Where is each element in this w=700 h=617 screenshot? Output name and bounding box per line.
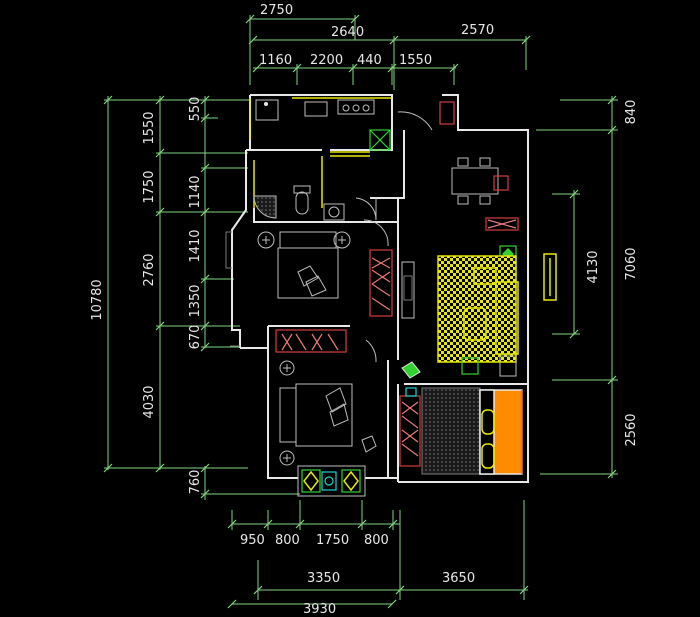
walls bbox=[225, 94, 529, 497]
living-rug bbox=[437, 255, 517, 363]
dining-table-icon bbox=[451, 167, 499, 195]
dim-top-1160: 1160 bbox=[259, 53, 292, 68]
dim-bottom-800b: 800 bbox=[364, 533, 389, 548]
bathroom bbox=[253, 156, 377, 221]
dim-left-1750: 1750 bbox=[142, 170, 157, 203]
chair-1-icon bbox=[481, 409, 495, 435]
dim-bottom-1750: 1750 bbox=[316, 533, 349, 548]
dim-left-1350: 1350 bbox=[188, 284, 203, 317]
dim-top-1550: 1550 bbox=[399, 53, 432, 68]
cabinet-corner-icon bbox=[499, 355, 517, 377]
entry-cabinet-icon bbox=[439, 101, 455, 125]
sofa-icon bbox=[495, 281, 519, 355]
balcony-plant-mid bbox=[321, 471, 337, 491]
wardrobe-2-icon bbox=[275, 329, 347, 353]
stove-icon bbox=[337, 99, 375, 115]
dim-right-4130: 4130 bbox=[586, 250, 601, 283]
tv-unit-icon bbox=[543, 253, 557, 301]
dim-left-2760: 2760 bbox=[142, 253, 157, 286]
chair-2-icon bbox=[481, 443, 495, 469]
bedroom-3 bbox=[399, 361, 523, 475]
bedroom-1 bbox=[257, 219, 415, 319]
bed-2-icon bbox=[295, 383, 353, 447]
plant-2-icon bbox=[461, 357, 479, 375]
dim-left-1410: 1410 bbox=[188, 229, 203, 262]
wardrobe-1-icon bbox=[369, 249, 393, 317]
study-carpet bbox=[421, 387, 481, 475]
dim-left-550: 550 bbox=[188, 97, 203, 122]
dim-right-7060: 7060 bbox=[624, 247, 639, 280]
shower-icon bbox=[253, 195, 277, 219]
nightstand-left-icon bbox=[257, 231, 275, 249]
dim-top-2750: 2750 bbox=[260, 3, 293, 18]
dim-left-10780: 10780 bbox=[90, 279, 105, 320]
study-door-icon bbox=[401, 361, 421, 379]
bed-1-icon bbox=[277, 247, 339, 299]
fridge-2-icon bbox=[405, 387, 417, 397]
toilet-icon bbox=[295, 191, 309, 215]
bottom-dimension-group: 950 800 1750 800 3350 3650 3930 bbox=[227, 500, 529, 617]
tv-cabinet-icon bbox=[401, 261, 415, 319]
dim-right-2560: 2560 bbox=[624, 413, 639, 446]
dim-top-2200: 2200 bbox=[310, 53, 343, 68]
washer-icon bbox=[255, 99, 279, 121]
dim-left-760: 760 bbox=[188, 470, 203, 495]
sideboard-icon bbox=[485, 217, 519, 231]
balcony-plant-right bbox=[341, 469, 361, 493]
armchair-icon bbox=[361, 435, 377, 453]
top-dimension-group: 2750 2640 2570 1160 2200 440 1550 bbox=[245, 3, 531, 90]
dim-bottom-3650: 3650 bbox=[442, 571, 475, 586]
living-dining bbox=[397, 101, 557, 377]
dim-top-2570: 2570 bbox=[461, 23, 494, 38]
dim-bottom-800a: 800 bbox=[275, 533, 300, 548]
dim-top-440: 440 bbox=[357, 53, 382, 68]
balcony-plant-left bbox=[301, 469, 321, 493]
kitchen bbox=[249, 97, 392, 157]
dim-left-1140: 1140 bbox=[188, 175, 203, 208]
dim-bottom-3350: 3350 bbox=[307, 571, 340, 586]
dim-left-670: 670 bbox=[188, 325, 203, 350]
dim-bottom-950: 950 bbox=[240, 533, 265, 548]
dim-left-4030: 4030 bbox=[142, 385, 157, 418]
dim-right-840: 840 bbox=[624, 100, 639, 125]
wardrobe-3-icon bbox=[399, 395, 421, 467]
right-dimension-group: 840 7060 2560 4130 bbox=[536, 95, 639, 479]
dim-left-1550: 1550 bbox=[142, 111, 157, 144]
bedroom-2 bbox=[275, 329, 377, 493]
dim-top-2640: 2640 bbox=[331, 25, 364, 40]
dim-bottom-3930: 3930 bbox=[303, 602, 336, 617]
coffee-table-icon bbox=[463, 307, 487, 341]
basin-icon bbox=[323, 203, 345, 221]
nightstand-right-icon bbox=[333, 231, 351, 249]
left-dimension-group: 10780 1550 1750 2760 4030 550 1140 1410 … bbox=[90, 95, 300, 500]
fridge-icon bbox=[369, 129, 391, 151]
sink-icon bbox=[304, 101, 328, 117]
balcony-outline bbox=[297, 465, 366, 497]
